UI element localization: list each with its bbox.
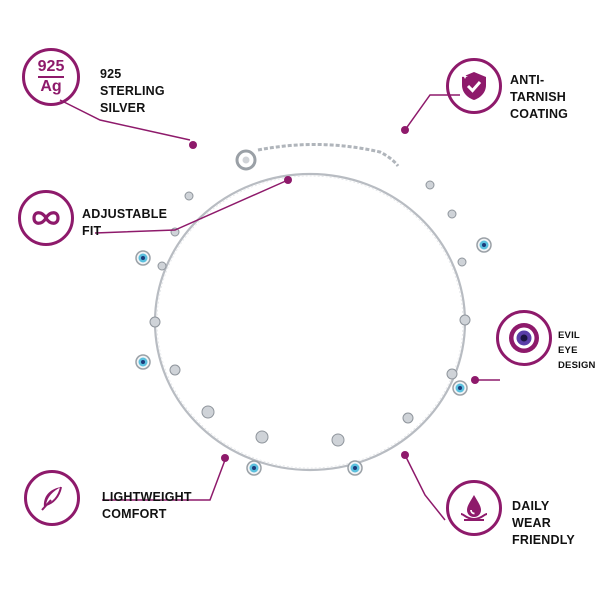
silver-beads [149,180,471,447]
evil-eye-label: EVIL EYE DESIGN [558,330,596,371]
spring-clasp [235,149,257,171]
anti-tarnish-badge [446,58,502,114]
daily-wear-badge [446,480,502,536]
shield-check-icon [462,72,486,100]
water-drop-icon [460,495,488,521]
infinity-icon [32,211,60,225]
evil-eye-badge [496,310,552,366]
adjustable-label: ADJUSTABLE FIT [82,207,168,238]
evil-eye-icon [509,323,539,353]
evil-eye-charms [135,237,492,476]
silver-badge-symbol: Ag [40,77,62,95]
feather-icon [41,486,62,511]
silver-badge: 925 Ag [22,48,80,106]
extender-chain [257,143,400,167]
daily-wear-label: DAILY WEAR FRIENDLY [512,499,575,547]
adjustable-badge [18,190,74,246]
silver-badge-number: 925 [37,58,65,78]
lightweight-badge [24,470,80,526]
connector-lines [59,94,500,521]
silver-label: 925 STERLING SILVER [100,67,165,115]
anti-tarnish-label: ANTI-TARNISH COATING [510,73,569,121]
connector-dots [189,126,479,462]
lightweight-label: LIGHTWEIGHT COMFORT [102,490,192,521]
